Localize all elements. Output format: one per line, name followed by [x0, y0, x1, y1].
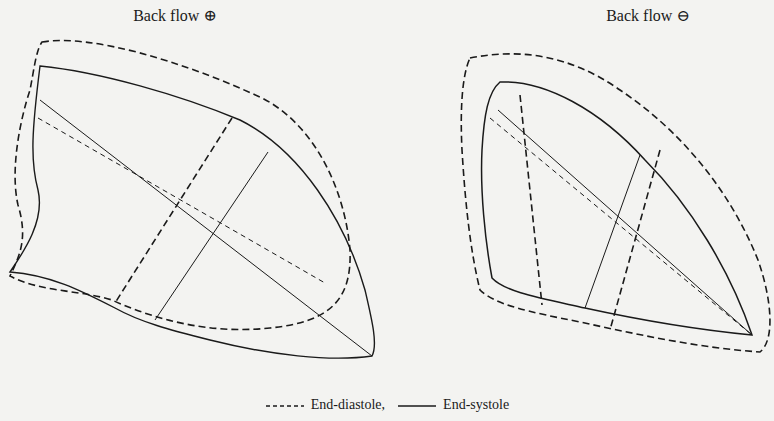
end-diastole-outline [10, 41, 350, 330]
legend-line-sample [397, 402, 437, 410]
end-systole-outline [482, 82, 752, 335]
end-systole-outline [10, 66, 374, 358]
legend-item: End-diastole, [265, 397, 385, 413]
legend-item: End-systole [397, 397, 509, 413]
legend-text: End-systole [443, 397, 509, 412]
legend: End-diastole, End-systole [0, 396, 774, 413]
figure-heading: Back flow ⊕ [133, 6, 217, 25]
legend-line-sample [265, 402, 305, 410]
legend-text: End-diastole, [311, 397, 385, 412]
figure-heading: Back flow ⊖ [606, 6, 690, 25]
end-diastole-outline [461, 54, 770, 352]
